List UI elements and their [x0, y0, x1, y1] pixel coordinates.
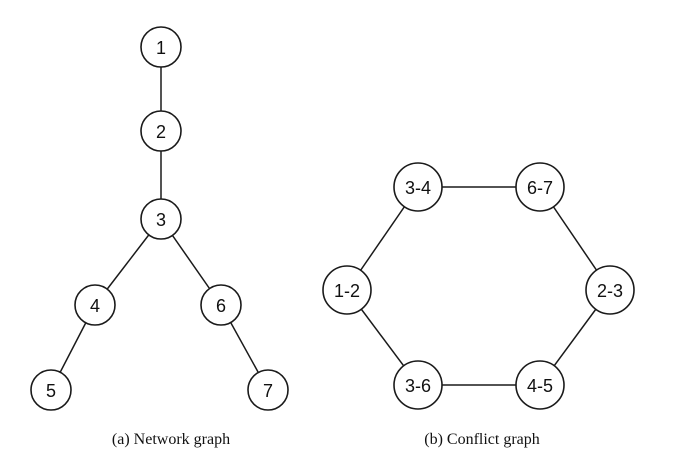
- conflict-node-circle: [515, 360, 565, 410]
- network-node-circle: [140, 26, 182, 68]
- network-node-6: 6: [200, 284, 242, 326]
- conflict-node-label: 1-2: [334, 281, 360, 301]
- conflict-node-6-7: 6-7: [515, 162, 565, 212]
- network-node-label: 3: [156, 210, 166, 230]
- conflict-graph-caption: (b) Conflict graph: [424, 431, 540, 448]
- conflict-node-circle: [393, 162, 443, 212]
- conflict-graph-edges: [346, 186, 611, 386]
- network-graph-caption: (a) Network graph: [112, 431, 230, 448]
- conflict-node-label: 2-3: [597, 281, 623, 301]
- network-node-4: 4: [74, 284, 116, 326]
- network-node-label: 6: [216, 296, 226, 316]
- network-node-1: 1: [140, 26, 182, 68]
- conflict-graph: 3-4 6-7 1-2 2-3 3-6 4-5 (b) Conflict graph: [322, 162, 635, 448]
- network-node-3: 3: [140, 198, 182, 240]
- conflict-graph-nodes: 3-4 6-7 1-2 2-3 3-6 4-5: [322, 162, 635, 410]
- network-node-circle: [247, 369, 289, 411]
- conflict-node-circle: [585, 265, 635, 315]
- network-node-label: 4: [90, 296, 100, 316]
- conflict-node-circle: [322, 265, 372, 315]
- conflict-node-4-5: 4-5: [515, 360, 565, 410]
- network-node-circle: [200, 284, 242, 326]
- conflict-node-3-6: 3-6: [393, 360, 443, 410]
- network-node-circle: [30, 369, 72, 411]
- conflict-node-circle: [393, 360, 443, 410]
- network-node-circle: [140, 110, 182, 152]
- network-node-label: 2: [156, 122, 166, 142]
- conflict-node-label: 3-4: [405, 178, 431, 198]
- network-node-2: 2: [140, 110, 182, 152]
- conflict-node-1-2: 1-2: [322, 265, 372, 315]
- conflict-node-label: 4-5: [527, 376, 553, 396]
- network-graph: 1 2 3 4 5 6 7 (a) Network graph: [30, 26, 289, 448]
- conflict-node-label: 6-7: [527, 178, 553, 198]
- conflict-node-2-3: 2-3: [585, 265, 635, 315]
- conflict-node-3-4: 3-4: [393, 162, 443, 212]
- network-node-7: 7: [247, 369, 289, 411]
- network-node-label: 5: [46, 381, 56, 401]
- conflict-node-circle: [515, 162, 565, 212]
- network-node-circle: [74, 284, 116, 326]
- network-node-label: 1: [156, 38, 166, 58]
- network-node-label: 7: [263, 381, 273, 401]
- conflict-node-label: 3-6: [405, 376, 431, 396]
- network-node-circle: [140, 198, 182, 240]
- network-graph-nodes: 1 2 3 4 5 6 7: [30, 26, 289, 411]
- network-node-5: 5: [30, 369, 72, 411]
